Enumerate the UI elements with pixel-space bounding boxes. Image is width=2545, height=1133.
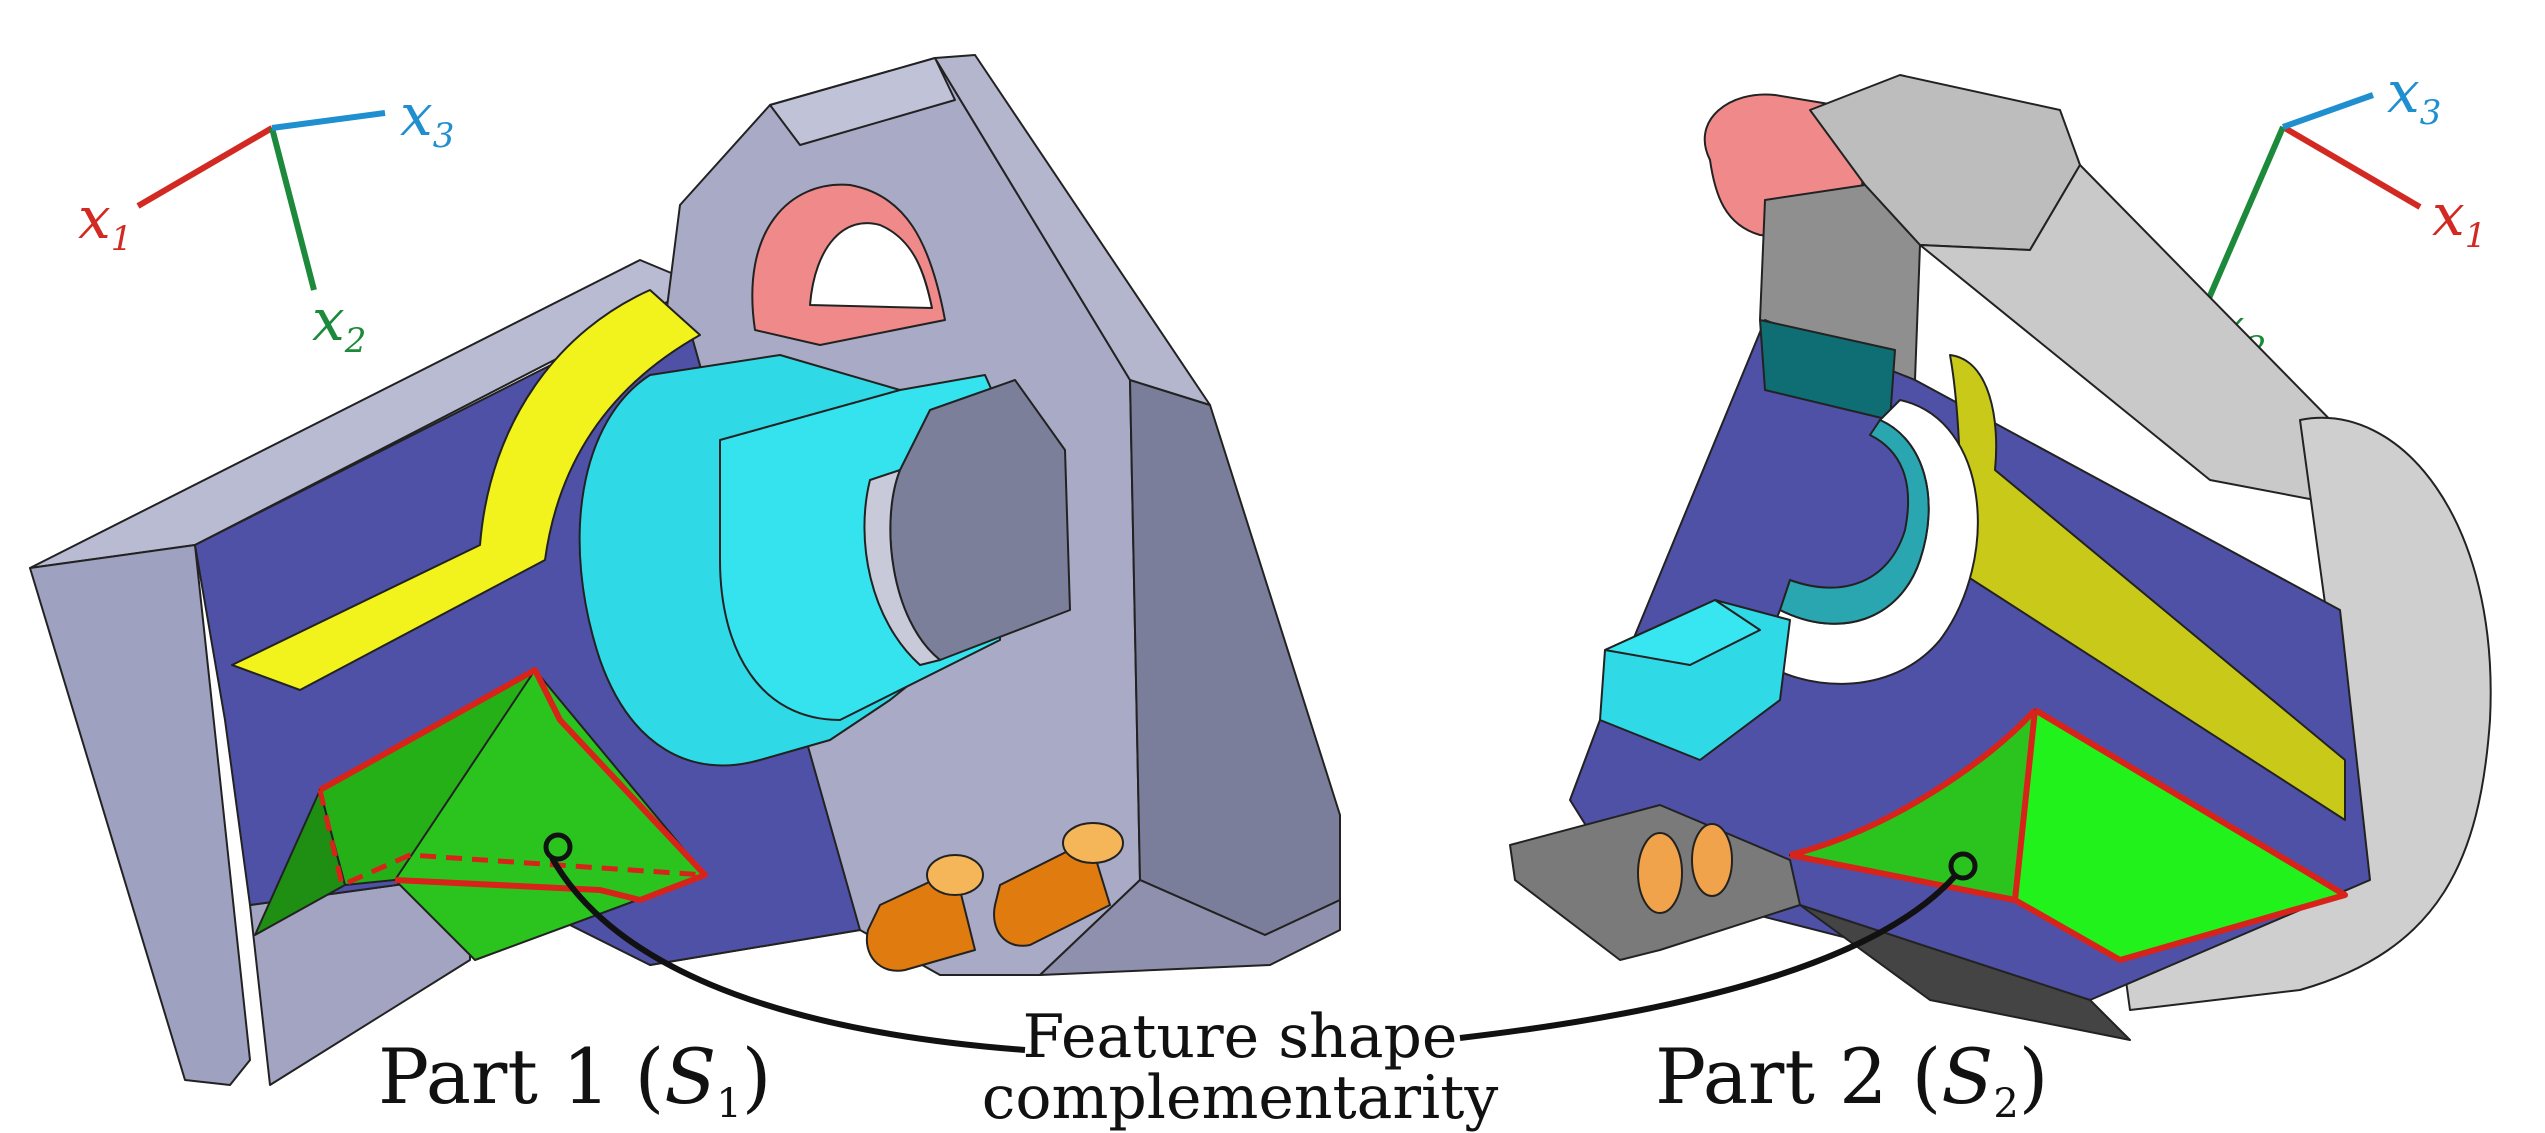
part-2-bottom-face <box>1799 904 2131 1041</box>
part-2-cyan-step-top <box>1604 599 1761 666</box>
left-connector-line <box>549 856 1026 1053</box>
annotation-line-2: complementarity <box>982 1063 1499 1133</box>
right-axis-x3-line <box>2281 92 2375 130</box>
left-axis-x3-line <box>271 110 386 131</box>
part-1-label: Part 1 (S1) <box>378 1032 771 1127</box>
part-2-red-edge <box>2012 709 2038 901</box>
part-1-plate-edge-right <box>1129 379 1341 936</box>
part-2-label: Part 2 (S2) <box>1655 1032 2048 1127</box>
left-coordinate-axes: x1 x2 x3 <box>78 81 454 361</box>
part-1-plate-edge-top <box>769 57 956 146</box>
part-1-plate-edge-bevel <box>934 54 1211 406</box>
right-axis-x1-label: x1 <box>2432 181 2486 256</box>
part-1-feature-marker <box>543 832 573 862</box>
left-axis-x1-line <box>136 125 274 209</box>
right-coordinate-axes: x1 x2 x3 <box>2200 58 2486 369</box>
part-2-red-curve <box>1789 707 2038 858</box>
part-2-hole-a <box>1637 832 1683 914</box>
part-2-hole-b <box>1691 823 1733 897</box>
complementarity-connectors <box>543 832 1978 1053</box>
part-2-semicircle-wall <box>1779 419 1930 625</box>
left-axis-x2-label: x2 <box>312 286 366 361</box>
right-axis-x1-line <box>2281 124 2422 210</box>
part-1-orange-pins <box>865 822 1124 972</box>
part-1-shaft-rim <box>863 469 941 666</box>
part-1-block-side <box>29 544 251 1086</box>
left-axis-x1-label: x1 <box>78 184 132 259</box>
part-2-feature-marker <box>1948 851 1978 881</box>
part-2-model <box>1509 74 2492 1041</box>
part-1-model <box>29 54 1341 1086</box>
part-1-pin-b-cap <box>1062 822 1124 864</box>
right-axis-x3-label: x3 <box>2387 58 2441 133</box>
right-axis-x2-line <box>2200 125 2286 314</box>
part-2-yellow-groove <box>1949 354 2346 821</box>
part-1-pin-a-cap <box>926 854 984 896</box>
part-1-pink-hole-inner <box>809 222 933 309</box>
part-1-yellow-groove <box>231 289 701 691</box>
part-2-red-outline <box>1789 707 2348 963</box>
right-connector-line <box>1459 873 1958 1041</box>
annotation-line-1: Feature shape <box>1023 1002 1458 1072</box>
part-1-plate-bottom <box>1039 879 1341 976</box>
part-1-pin-b <box>993 839 1111 947</box>
left-axis-x3-label: x3 <box>400 81 454 156</box>
left-axis-x2-line <box>269 127 317 291</box>
part-1-red-outline <box>318 667 708 903</box>
